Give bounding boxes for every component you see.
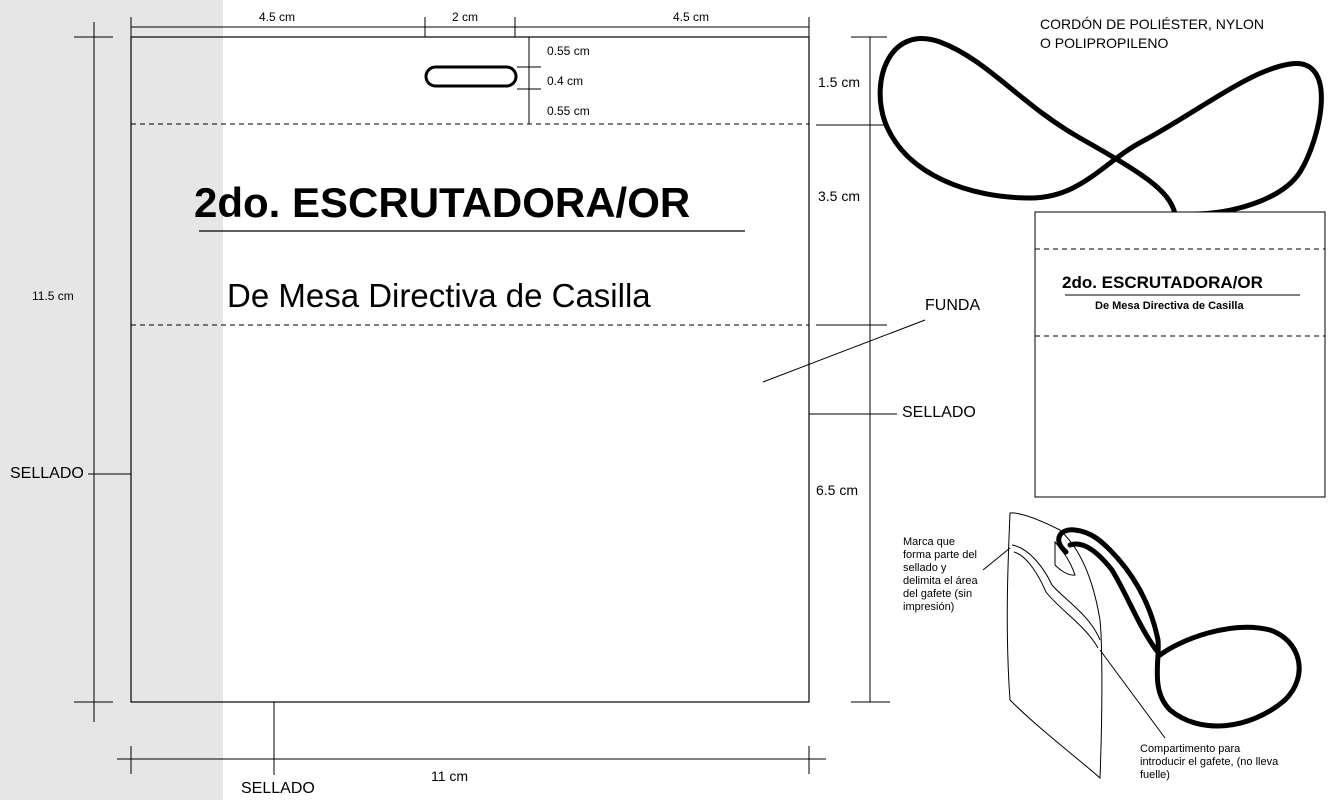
dim-height-total: 11.5 cm [32,289,74,303]
funda-leader [762,319,926,383]
cordon-label-line1: CORDÓN DE POLIÉSTER, NYLON [1040,16,1265,32]
dim-width-total: 11 cm [431,768,469,784]
preview-title: 2do. ESCRUTADORA/OR [1062,273,1263,292]
dim-right-1: 1.5 cm [818,74,861,90]
pouch-sketch [982,512,1166,780]
dim-top-left: 4.5 cm [259,10,296,24]
dim-slot-height: 0.4 cm [547,74,584,88]
badge-slot [424,65,518,88]
bottom-dimension [117,746,826,774]
cordon-label-line2: O POLIPROPILENO [1040,35,1169,51]
badge-outline [130,36,810,703]
dim-slot-bottom: 0.55 cm [547,104,590,118]
funda-label: FUNDA [925,297,981,314]
dim-right-2: 3.5 cm [818,188,861,204]
preview-subtitle: De Mesa Directiva de Casilla [1095,300,1244,312]
dim-slot-top: 0.55 cm [547,44,590,58]
sellado-left-label: SELLADO [10,465,84,482]
slot-dimension [517,37,541,124]
dim-right-3: 6.5 cm [816,482,859,498]
badge-title: 2do. ESCRUTADORA/OR [194,179,691,226]
compartimento-note: Compartimento para introducir el gafete,… [1140,743,1279,781]
marca-note: Marca que forma parte del sellado y deli… [903,536,978,613]
right-dimension [816,36,890,703]
sellado-bottom-label: SELLADO [241,780,315,797]
pouch-cord [1056,527,1302,729]
top-dimension [130,17,810,37]
preview-badge-outline [1034,211,1326,498]
dim-top-middle: 2 cm [452,10,479,24]
gray-margin [0,0,223,800]
dim-top-right: 4.5 cm [673,10,710,24]
left-dimension [74,22,113,722]
sellado-right-label: SELLADO [902,404,976,421]
badge-subtitle: De Mesa Directiva de Casilla [227,277,651,314]
cord-loop [877,36,1324,217]
